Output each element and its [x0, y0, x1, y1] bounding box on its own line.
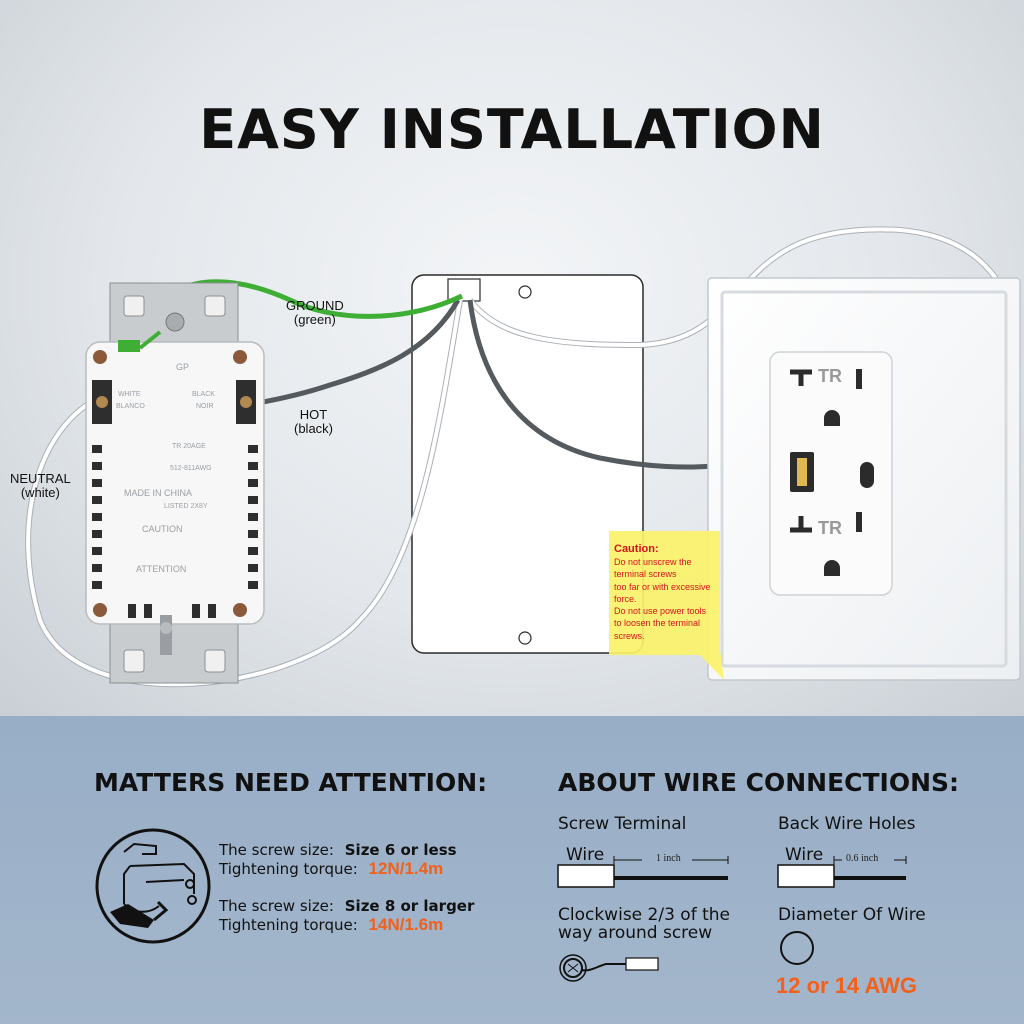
wire-label: Wire: [785, 845, 824, 865]
caution-note: Caution: Do not unscrew the terminal scr…: [614, 543, 719, 642]
back-wire-holes-title: Back Wire Holes: [778, 814, 916, 834]
clockwise-line-1: Clockwise 2/3 of the: [558, 905, 730, 925]
neutral-label-sub: (white): [20, 485, 60, 500]
screw-size-value: Size 8 or larger: [344, 897, 475, 915]
receptacle-front: [707, 277, 1021, 681]
caution-line: terminal screws: [614, 569, 677, 580]
rating-label: 512-811AWG: [170, 465, 212, 472]
wall-box-tab: [447, 278, 481, 302]
caution-line: force.: [614, 593, 637, 604]
info-panel-background: [0, 716, 1024, 1024]
wiring-illustration: [25, 226, 1021, 688]
torque-row-2: Tightening torque: 14N/1.6m: [219, 916, 443, 934]
torque-label: Tightening torque:: [219, 860, 358, 878]
wall-box-outline: [411, 274, 644, 654]
hot-wire-right: [467, 299, 713, 470]
side-noir-label: NOIR: [196, 403, 214, 410]
ground-label-title: GROUND: [286, 298, 344, 313]
caution-label: CAUTION: [142, 524, 183, 534]
wire-strip-diagrams: [557, 856, 729, 888]
ground-label: GROUND (green): [286, 299, 344, 327]
caution-heading: Caution:: [614, 543, 659, 555]
screw-terminal-icon: [95, 828, 211, 944]
diameter-title: Diameter Of Wire: [778, 905, 926, 925]
screw-size-row-2: The screw size: Size 8 or larger: [219, 898, 474, 915]
attention-heading: MATTERS NEED ATTENTION:: [94, 768, 488, 797]
torque-row-1: Tightening torque: 12N/1.4m: [219, 860, 443, 878]
screw-size-value: Size 6 or less: [344, 841, 457, 859]
hot-label-sub: (black): [294, 421, 334, 436]
measure-label: 1 inch: [656, 853, 681, 864]
wire-diameter-icon: [780, 931, 814, 965]
measure-label: 0.6 inch: [846, 853, 879, 864]
wall-box-screw-bottom: [518, 631, 532, 645]
hot-label: HOT (black): [294, 408, 333, 436]
torque-value: 14N/1.6m: [368, 915, 444, 934]
screw-size-row-1: The screw size: Size 6 or less: [219, 842, 457, 859]
clockwise-line-2: way around screw: [558, 923, 713, 943]
caution-line: Do not use power tools: [614, 606, 707, 617]
side-white-label: WHITE: [118, 391, 141, 398]
screw-size-label: The screw size:: [219, 897, 334, 915]
screw-size-label: The screw size:: [219, 841, 334, 859]
wall-box-screw-top: [518, 285, 532, 299]
neutral-label-title: NEUTRAL: [10, 471, 71, 486]
screw-wrap-icon: [559, 954, 659, 982]
caution-note-shape: [609, 531, 724, 680]
back-wire-diagram: [777, 856, 907, 888]
listed-label: LISTED 2X8Y: [164, 503, 208, 510]
receptacle-back: [85, 282, 265, 684]
wire-gauge-value: 12 or 14 AWG: [776, 973, 918, 998]
side-black-label: BLACK: [192, 391, 215, 398]
made-in-label: MADE IN CHINA: [124, 488, 193, 498]
side-blanco-label: BLANCO: [116, 403, 145, 410]
attention-label: ATTENTION: [136, 564, 187, 574]
hot-label-title: HOT: [299, 407, 328, 422]
caution-line: Do not unscrew the: [614, 557, 692, 567]
wire-heading: ABOUT WIRE CONNECTIONS:: [558, 768, 960, 797]
caution-line: screws.: [614, 630, 645, 641]
neutral-label: NEUTRAL (white): [10, 472, 71, 500]
tr-line-label: TR 20AGE: [172, 443, 206, 450]
torque-value: 12N/1.4m: [368, 859, 444, 878]
tr-top-label: TR: [818, 366, 842, 386]
torque-label: Tightening torque:: [219, 916, 358, 934]
screw-terminal-title: Screw Terminal: [558, 814, 687, 834]
wire-label: Wire: [566, 845, 605, 865]
hot-wire-left: [251, 298, 461, 407]
gp-label: GP: [176, 362, 190, 372]
tr-bottom-label: TR: [818, 518, 842, 538]
ground-label-sub: (green): [293, 312, 336, 327]
page-title: EASY INSTALLATION: [199, 98, 825, 161]
caution-line: too far or with excessive: [614, 581, 711, 592]
caution-line: to loosen the terminal: [614, 618, 701, 629]
